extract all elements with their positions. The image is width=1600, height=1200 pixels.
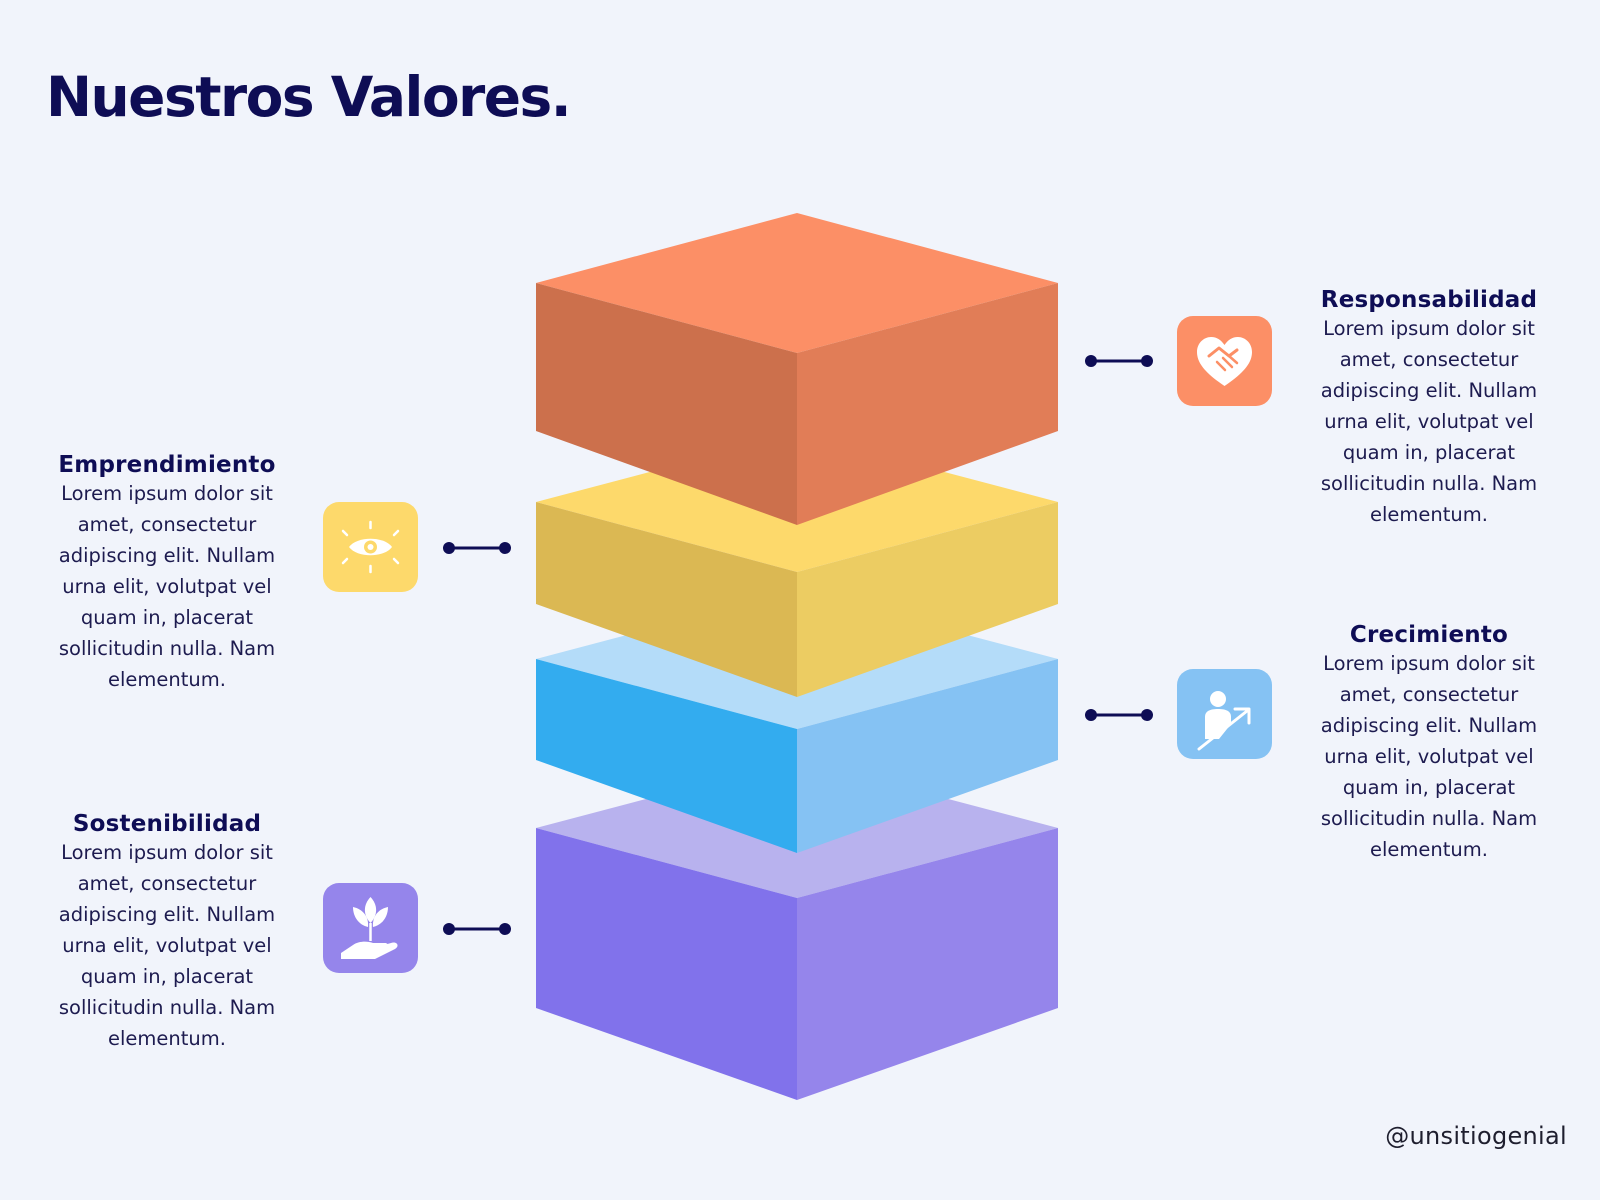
page-title: Nuestros Valores. bbox=[46, 65, 572, 129]
person-growth-icon bbox=[1177, 669, 1272, 759]
eye-icon bbox=[323, 502, 418, 592]
value-card-crecimiento: Crecimiento Lorem ipsum dolor sit amet, … bbox=[1304, 622, 1554, 865]
social-handle: @unsitiogenial bbox=[1385, 1122, 1567, 1150]
handshake-heart-icon bbox=[1177, 316, 1272, 406]
value-description: Lorem ipsum dolor sit amet, consectetur … bbox=[1320, 317, 1538, 527]
value-description: Lorem ipsum dolor sit amet, consectetur … bbox=[58, 482, 276, 692]
value-card-responsabilidad: Responsabilidad Lorem ipsum dolor sit am… bbox=[1304, 287, 1554, 530]
connector-emprendimiento bbox=[442, 541, 512, 555]
hand-plant-icon bbox=[323, 883, 418, 973]
value-description: Lorem ipsum dolor sit amet, consectetur … bbox=[58, 841, 276, 1051]
value-heading: Crecimiento bbox=[1349, 622, 1509, 648]
value-card-sostenibilidad: Sostenibilidad Lorem ipsum dolor sit ame… bbox=[42, 811, 292, 1054]
block-responsabilidad bbox=[536, 213, 1058, 525]
value-heading: Responsabilidad bbox=[1320, 287, 1538, 313]
value-heading: Sostenibilidad bbox=[72, 811, 262, 837]
connector-sostenibilidad bbox=[442, 922, 512, 936]
value-heading: Emprendimiento bbox=[58, 452, 276, 478]
value-card-emprendimiento: Emprendimiento Lorem ipsum dolor sit ame… bbox=[42, 452, 292, 695]
value-description: Lorem ipsum dolor sit amet, consectetur … bbox=[1320, 652, 1538, 862]
connector-responsabilidad bbox=[1084, 354, 1154, 368]
connector-crecimiento bbox=[1084, 708, 1154, 722]
